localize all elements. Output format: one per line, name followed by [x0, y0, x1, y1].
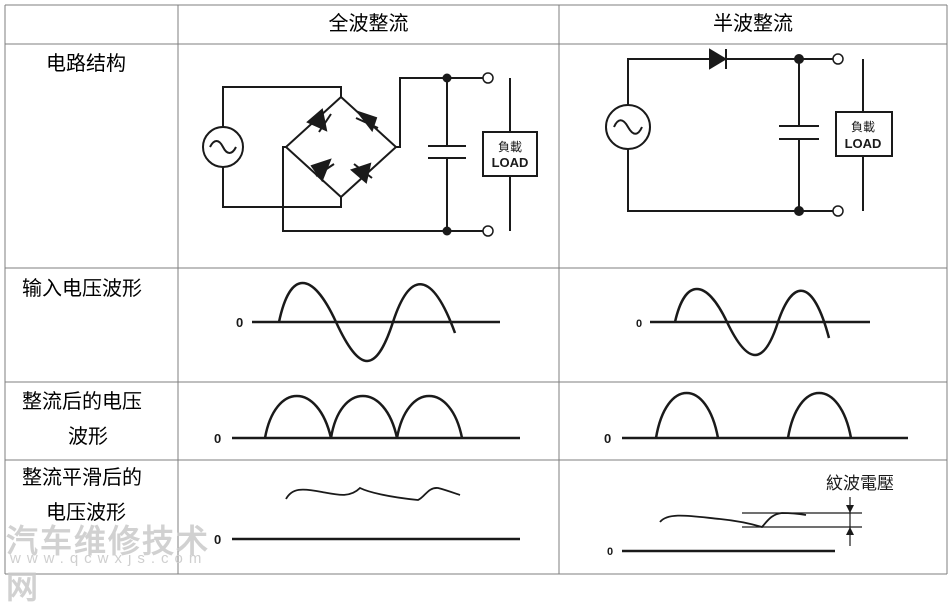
smoothed-waveforms: 0 0 紋波電壓 — [214, 474, 894, 558]
arrow-up-icon — [846, 527, 854, 535]
table-grid — [4, 4, 948, 575]
terminal-icon — [832, 205, 844, 217]
diode-icon — [350, 162, 372, 184]
zero-label: 0 — [214, 532, 221, 547]
watermark-main-text: 汽车维修技术网 — [6, 522, 211, 606]
watermark-url-text: www.qcwxjs.com — [10, 550, 208, 567]
zero-label: 0 — [607, 546, 613, 558]
half-wave-input-sine — [673, 288, 831, 356]
half-wave-circuit-diagram: 負載 LOAD — [605, 48, 893, 217]
diode-icon — [306, 108, 328, 132]
load-label-top: 負載 — [851, 120, 875, 134]
arrow-down-icon — [846, 505, 854, 513]
terminal-icon — [832, 53, 844, 65]
header-full-wave: 全波整流 — [328, 11, 409, 35]
row-label-input-waveform: 输入电压波形 — [22, 276, 142, 300]
zero-label: 0 — [636, 318, 642, 330]
row-label-circuit: 电路结构 — [46, 51, 126, 75]
half-wave-rectified-pulse — [786, 392, 853, 439]
load-label-bottom: LOAD — [492, 155, 529, 170]
diode-icon — [709, 48, 727, 70]
full-wave-ripple-curve — [285, 486, 461, 501]
input-waveforms: 0 0 — [236, 281, 870, 363]
ripple-voltage-label: 紋波電壓 — [826, 474, 894, 494]
half-wave-ripple-curve — [659, 512, 807, 529]
terminal-icon — [482, 225, 494, 237]
row-label-rectified-line1: 整流后的电压 — [22, 389, 142, 413]
full-wave-input-sine — [277, 281, 457, 363]
zero-label: 0 — [604, 431, 611, 446]
half-wave-rectified-pulse — [654, 392, 720, 439]
full-wave-rectified-curve — [263, 394, 464, 439]
load-box — [482, 131, 538, 177]
watermark: 汽车维修技术网 www.qcwxjs.com — [0, 512, 240, 606]
terminal-icon — [482, 72, 494, 84]
load-label-top: 負載 — [498, 140, 522, 154]
zero-label: 0 — [236, 315, 243, 330]
header-half-wave: 半波整流 — [713, 11, 793, 35]
row-label-smoothed-line1: 整流平滑后的 — [22, 465, 142, 489]
load-box — [835, 111, 893, 157]
rectified-waveforms: 0 0 — [214, 392, 908, 446]
row-label-smoothed-line2: 电压波形 — [46, 500, 126, 524]
load-label-bottom: LOAD — [845, 136, 882, 151]
zero-label: 0 — [214, 431, 221, 446]
row-label-rectified-line2: 波形 — [68, 424, 108, 448]
full-wave-circuit-diagram: 負載 LOAD — [202, 72, 538, 237]
